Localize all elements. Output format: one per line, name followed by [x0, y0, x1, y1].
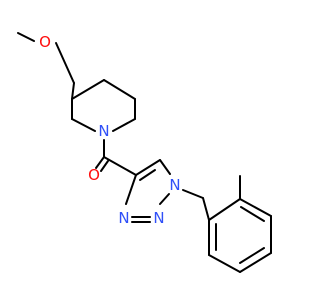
bond-n1-ch2	[182, 189, 204, 199]
bond-carbonyl-double-b	[100, 160, 109, 172]
bond-methyl-o	[17, 32, 35, 42]
bond-ar5-ar6	[208, 254, 241, 273]
bond-c6-n	[112, 118, 136, 132]
bond-n-c2	[71, 118, 96, 132]
bond-ar2-ar3	[239, 198, 272, 217]
triazole-n2-label: N	[153, 209, 164, 227]
bond-ar-inner-1	[240, 206, 265, 222]
bond-ar4-ar5	[239, 252, 272, 273]
triazole-n3-label: N	[118, 209, 129, 227]
methoxy-oxygen-label: O	[39, 33, 51, 51]
bond-carbonyl-triazole	[103, 156, 137, 176]
bond-o-ch2	[55, 42, 75, 84]
bond-triazole-inner-double	[139, 169, 156, 181]
bond-ar-inner-2	[239, 247, 265, 264]
bond-ch2-c3	[71, 82, 75, 100]
bond-c4-c5	[103, 79, 136, 100]
bond-n3-c4	[125, 174, 137, 205]
bond-ar1-ar2	[208, 198, 241, 221]
bond-carbonyl-double-a	[95, 156, 105, 169]
bond-c3-c4	[71, 79, 105, 100]
carbonyl-oxygen-label: O	[88, 166, 100, 184]
triazole-n1-label: N	[169, 176, 180, 194]
piperidine-nitrogen-label: N	[98, 122, 109, 140]
bond-n1-n2	[159, 193, 170, 205]
bond-c4-c5-triazole	[135, 159, 161, 176]
bond-ch2-aryl	[202, 197, 210, 221]
molecule-structure: O N O N N N	[17, 32, 272, 273]
bond-c5-n1	[159, 159, 171, 175]
